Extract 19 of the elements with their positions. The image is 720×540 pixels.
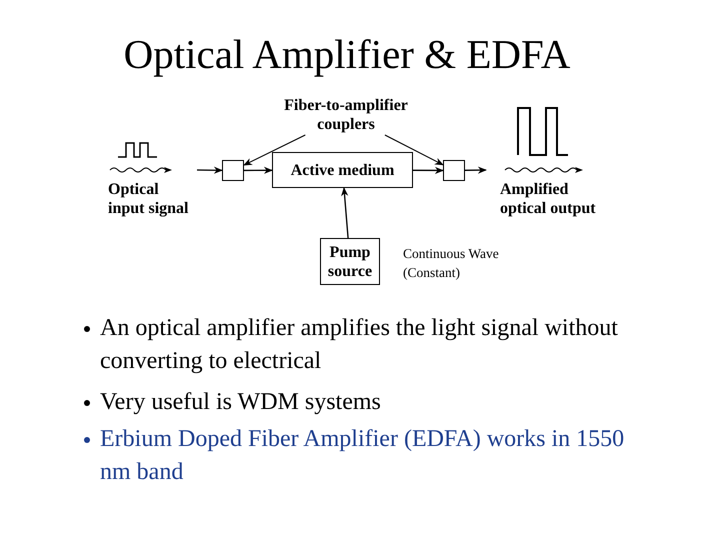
- annotation-text: Continuous Wave (Constant): [403, 245, 500, 282]
- signal-label: Amplified optical output: [500, 180, 597, 218]
- leader-arrow: [384, 134, 444, 166]
- coupler-box: [222, 160, 244, 181]
- arrow: [244, 166, 273, 174]
- slide-title: Optical Amplifier & EDFA: [122, 30, 572, 78]
- arrow: [413, 166, 444, 174]
- bullet-text: Very useful is WDM systems: [100, 388, 382, 417]
- bullet-text: Erbium Doped Fiber Amplifier (EDFA) works in 1550 nm band: [100, 425, 626, 487]
- arrow: [341, 187, 349, 238]
- coupler-label: Fiber-to-amplifier couplers: [276, 95, 416, 135]
- active-medium-box: Active medium: [272, 152, 413, 188]
- arrow: [464, 166, 487, 174]
- bullet-text: An optical amplifier amplifies the light signal without converting to electrical: [100, 314, 619, 376]
- arrow: [197, 166, 223, 174]
- coupler-box: [443, 160, 465, 181]
- signal-label: Optical input signal: [108, 180, 190, 218]
- pump-source-box: Pump source: [320, 238, 380, 285]
- leader-arrow: [243, 134, 306, 166]
